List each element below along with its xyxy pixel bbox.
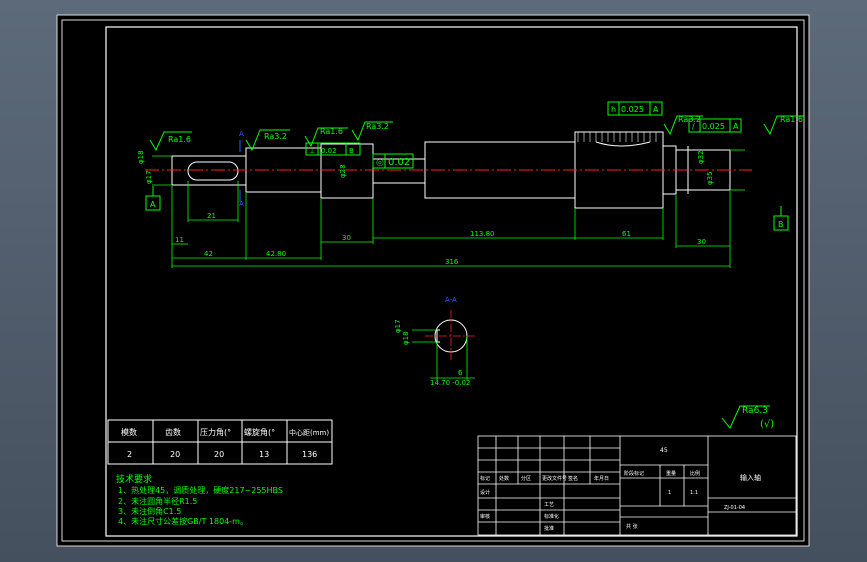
- tol-1-sym: ⊥: [309, 147, 315, 155]
- tb-qty: 1: [668, 490, 671, 496]
- drawing-sheet: [56, 14, 810, 547]
- dim-seg4: 113.80: [470, 230, 495, 238]
- dim-sec-width: 6: [458, 369, 463, 377]
- tech-note-3: 3、未注倒角C1.5: [118, 506, 181, 516]
- gear-teeth-hatch: [577, 132, 657, 142]
- dim-end: 11: [175, 236, 184, 244]
- tb-rev-h-1: 标记: [480, 475, 490, 482]
- tb-rev-h-5: 签名: [568, 475, 578, 482]
- tb-rev-h-2: 处数: [499, 475, 509, 482]
- tb-rev-h-6: 年月日: [594, 475, 609, 482]
- gear-h-1: 模数: [121, 427, 137, 437]
- section-mark-top: A: [239, 130, 244, 138]
- tb-scale-label: 比例: [690, 470, 700, 477]
- dim-seg1: 42: [204, 250, 213, 258]
- tech-note-4: 4、未注尺寸公差按GB/T 1804-m。: [118, 516, 248, 526]
- dim-sec-depth: 14.70 -0.02: [430, 379, 470, 387]
- gear-h-3: 压力角(°: [200, 427, 231, 437]
- dim-total: 316: [445, 258, 459, 266]
- gear-v-2: 20: [170, 450, 180, 459]
- datum-symbols: [145, 186, 789, 231]
- roughness-1: Ra1.6: [168, 135, 191, 144]
- tb-material: 45: [660, 447, 668, 454]
- dim-keyway: 21: [207, 212, 216, 220]
- tb-sheet: 共 张: [626, 523, 638, 530]
- tb-check: 审核: [480, 513, 490, 520]
- tb-part-name: 输入轴: [740, 473, 761, 482]
- gear-h-4: 螺旋角(°: [244, 427, 275, 437]
- tol-2-sym: ◎: [376, 158, 384, 168]
- dim-sec-dia1: φ18: [402, 331, 410, 345]
- tb-weight-label: 重量: [666, 470, 676, 477]
- roughness-7: Ra6.3: [742, 406, 768, 416]
- tol-4-value: 0.025: [702, 122, 725, 131]
- dim-dia-mid: φ28: [339, 164, 347, 178]
- tech-note-1: 1、热处理45，调质处理，硬度217~255HBS: [118, 485, 283, 495]
- dim-dia-right: φ35: [706, 171, 714, 185]
- tb-drawing-no: ZJ-01-04: [724, 505, 745, 511]
- roughness-4: Ra3.2: [366, 122, 389, 131]
- gear-v-3: 20: [214, 450, 224, 459]
- datum-a: A: [150, 200, 156, 209]
- dim-dia-right2: φ32: [697, 150, 705, 164]
- tb-drawn: 设计: [480, 489, 490, 496]
- gear-v-1: 2: [127, 450, 132, 459]
- dim-dia-left: φ17: [145, 170, 153, 184]
- roughness-other: (√): [760, 419, 774, 430]
- tol-3-datum: A: [653, 105, 659, 114]
- drawing-frame: [105, 26, 798, 537]
- tech-note-2: 2、未注圆角半径R1.5: [118, 496, 197, 506]
- tb-stage-label: 阶段标记: [624, 470, 644, 477]
- gear-v-4: 13: [259, 450, 269, 459]
- roughness-2: Ra3.2: [264, 132, 287, 141]
- tol-1-value: 0.02: [321, 147, 337, 155]
- tb-process: 工艺: [544, 502, 554, 508]
- roughness-3: Ra1.6: [320, 127, 343, 136]
- dim-seg6: 30: [697, 238, 706, 246]
- dim-seg5: 61: [622, 230, 631, 238]
- tol-1-datum: B: [349, 147, 354, 155]
- tol-4-sym: /: [692, 122, 695, 131]
- tol-3-sym: h: [611, 105, 616, 114]
- tb-rev-h-3: 分区: [521, 475, 531, 482]
- title-block: [477, 435, 797, 536]
- tb-std: 标准化: [544, 513, 559, 520]
- tol-2-value: 0.02: [388, 157, 410, 168]
- tb-approve: 批准: [544, 525, 554, 532]
- roughness-6: Ra1.6: [780, 115, 803, 124]
- roughness-symbols: [149, 115, 804, 429]
- tol-4-datum: A: [733, 122, 739, 131]
- section-mark-bottom: A: [239, 200, 244, 208]
- dim-seg3: 30: [342, 234, 351, 242]
- gear-h-5: 中心距(mm): [289, 428, 329, 437]
- gear-table: [107, 419, 333, 465]
- gear-h-2: 齿数: [165, 427, 181, 437]
- sheet-border: [61, 19, 805, 542]
- tech-notes-title: 技术要求: [116, 473, 152, 485]
- datum-b: B: [778, 220, 784, 229]
- dim-sec-dia2: φ17: [394, 319, 402, 333]
- section-view-label: A-A: [445, 296, 457, 304]
- tol-3-value: 0.025: [621, 105, 644, 114]
- tb-rev-h-4: 更改文件号: [542, 475, 567, 482]
- dim-dia-left2: φ18: [137, 150, 145, 164]
- dim-seg2: 42.80: [266, 250, 286, 258]
- tb-scale: 1:1: [690, 490, 698, 496]
- gear-v-5: 136: [302, 450, 317, 459]
- tolerance-frames: [305, 101, 742, 169]
- dimension-lines: [152, 149, 745, 380]
